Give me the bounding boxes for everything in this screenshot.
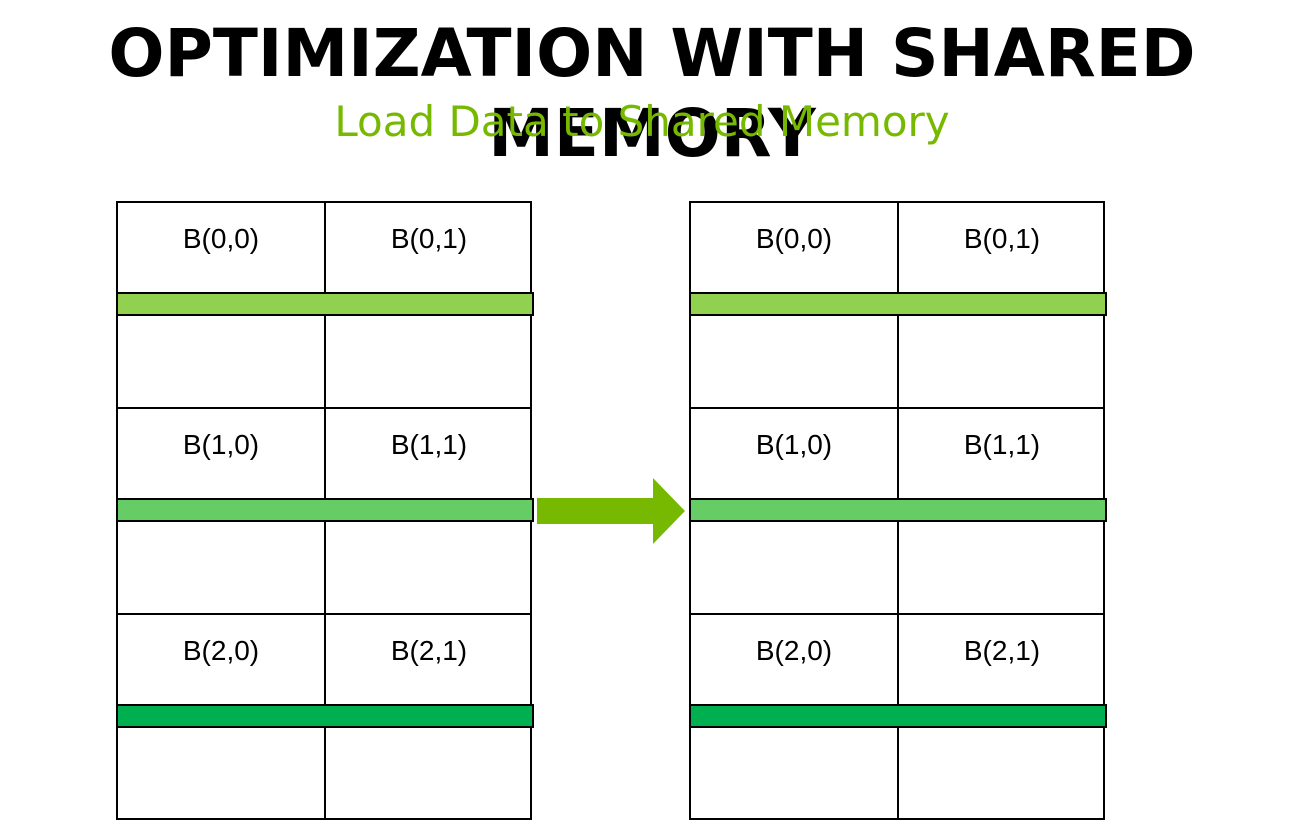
- row-divider: [118, 613, 530, 615]
- block-label-2-1: B(2,1): [963, 635, 1041, 666]
- block-label-0-1: B(0,1): [963, 223, 1041, 254]
- row-divider: [118, 407, 530, 409]
- block-label-1-1: B(1,1): [390, 429, 468, 460]
- block-label-0-0: B(0,0): [755, 223, 833, 254]
- data-row-bar-2: [689, 704, 1107, 728]
- block-label-2-1: B(2,1): [390, 635, 468, 666]
- block-label-1-0: B(1,0): [755, 429, 833, 460]
- block-label-2-0: B(2,0): [755, 635, 833, 666]
- data-row-bar-2: [116, 704, 534, 728]
- global-memory-grid: B(0,0) B(0,1) B(1,0) B(1,1) B(2,0) B(2,1…: [116, 201, 534, 820]
- block-label-0-1: B(0,1): [390, 223, 468, 254]
- block-label-2-0: B(2,0): [182, 635, 260, 666]
- block-label-1-1: B(1,1): [963, 429, 1041, 460]
- block-label-0-0: B(0,0): [182, 223, 260, 254]
- row-divider: [691, 613, 1103, 615]
- shared-memory-grid: B(0,0) B(0,1) B(1,0) B(1,1) B(2,0) B(2,1…: [689, 201, 1107, 820]
- data-row-bar-1: [689, 498, 1107, 522]
- data-row-bar-0: [116, 292, 534, 316]
- row-divider: [691, 407, 1103, 409]
- data-row-bar-1: [116, 498, 534, 522]
- data-row-bar-0: [689, 292, 1107, 316]
- right-arrow-icon: [537, 478, 685, 544]
- block-label-1-0: B(1,0): [182, 429, 260, 460]
- page-subtitle: Load Data to Shared Memory: [334, 97, 950, 146]
- page-title: OPTIMIZATION WITH SHARED MEMORY: [108, 15, 1196, 172]
